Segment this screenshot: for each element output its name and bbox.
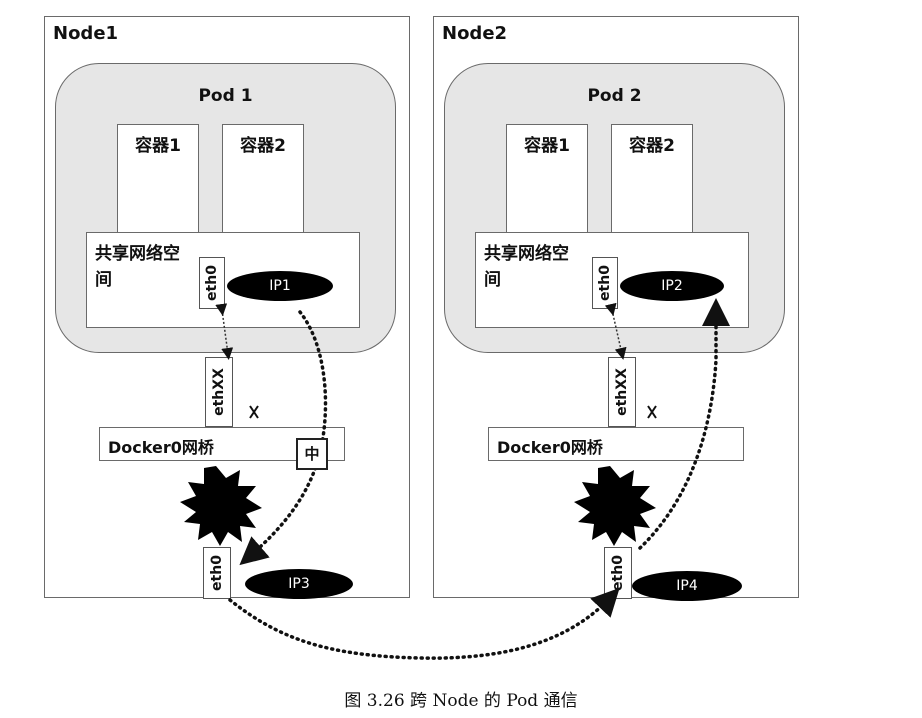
node1-veth: ethXX <box>205 357 233 427</box>
node2-eth0-veth-link <box>604 302 627 360</box>
node1-bridge-label: Docker0网桥 <box>108 438 214 457</box>
path-node2-eth0-to-ip2 <box>638 298 730 550</box>
ip2-badge: IP2 <box>620 271 724 301</box>
node2-veth: ethXX <box>608 357 636 427</box>
pod1-box: Pod 1 容器1 容器2 共享网络空间 <box>55 63 396 353</box>
pod1-container1-label: 容器1 <box>135 136 181 156</box>
pod2-container1-label: 容器1 <box>524 136 570 156</box>
path-ip1-to-node1-eth0 <box>239 310 328 566</box>
node2-route-burst-icon <box>574 466 656 546</box>
ip1-badge: IP1 <box>227 271 333 301</box>
node2-bridge-label: Docker0网桥 <box>497 438 603 457</box>
node1-eth0: eth0 <box>203 547 231 599</box>
node1-eth0-veth-link <box>215 303 234 360</box>
pod2-container2-label: 容器2 <box>629 136 675 156</box>
node1-label: Node1 <box>53 23 119 44</box>
pod1-shared-network-label: 共享网络空间 <box>95 244 180 290</box>
node2-veth-break-icon <box>647 405 657 419</box>
pod1-label: Pod 1 <box>198 86 253 106</box>
node1-box: Node1 Pod 1 容器1 容器2 共享网络空间 eth0 IP1 ethX… <box>44 16 410 599</box>
pod1-eth0: eth0 <box>199 257 225 309</box>
pod2-shared-network-label: 共享网络空间 <box>484 244 569 290</box>
node1-veth-break-icon <box>249 405 259 419</box>
pod2-label: Pod 2 <box>587 86 642 106</box>
ip4-badge: IP4 <box>632 571 742 601</box>
node2-label: Node2 <box>442 23 508 44</box>
pod1-container2-label: 容器2 <box>240 136 286 156</box>
node1-route-burst-icon <box>180 466 262 546</box>
middle-marker: 中 <box>296 438 328 470</box>
pod2-eth0: eth0 <box>592 257 618 309</box>
figure-caption: 图 3.26 跨 Node 的 Pod 通信 <box>344 691 578 711</box>
path-node1-to-node2 <box>228 587 620 660</box>
ip3-badge: IP3 <box>245 569 353 599</box>
